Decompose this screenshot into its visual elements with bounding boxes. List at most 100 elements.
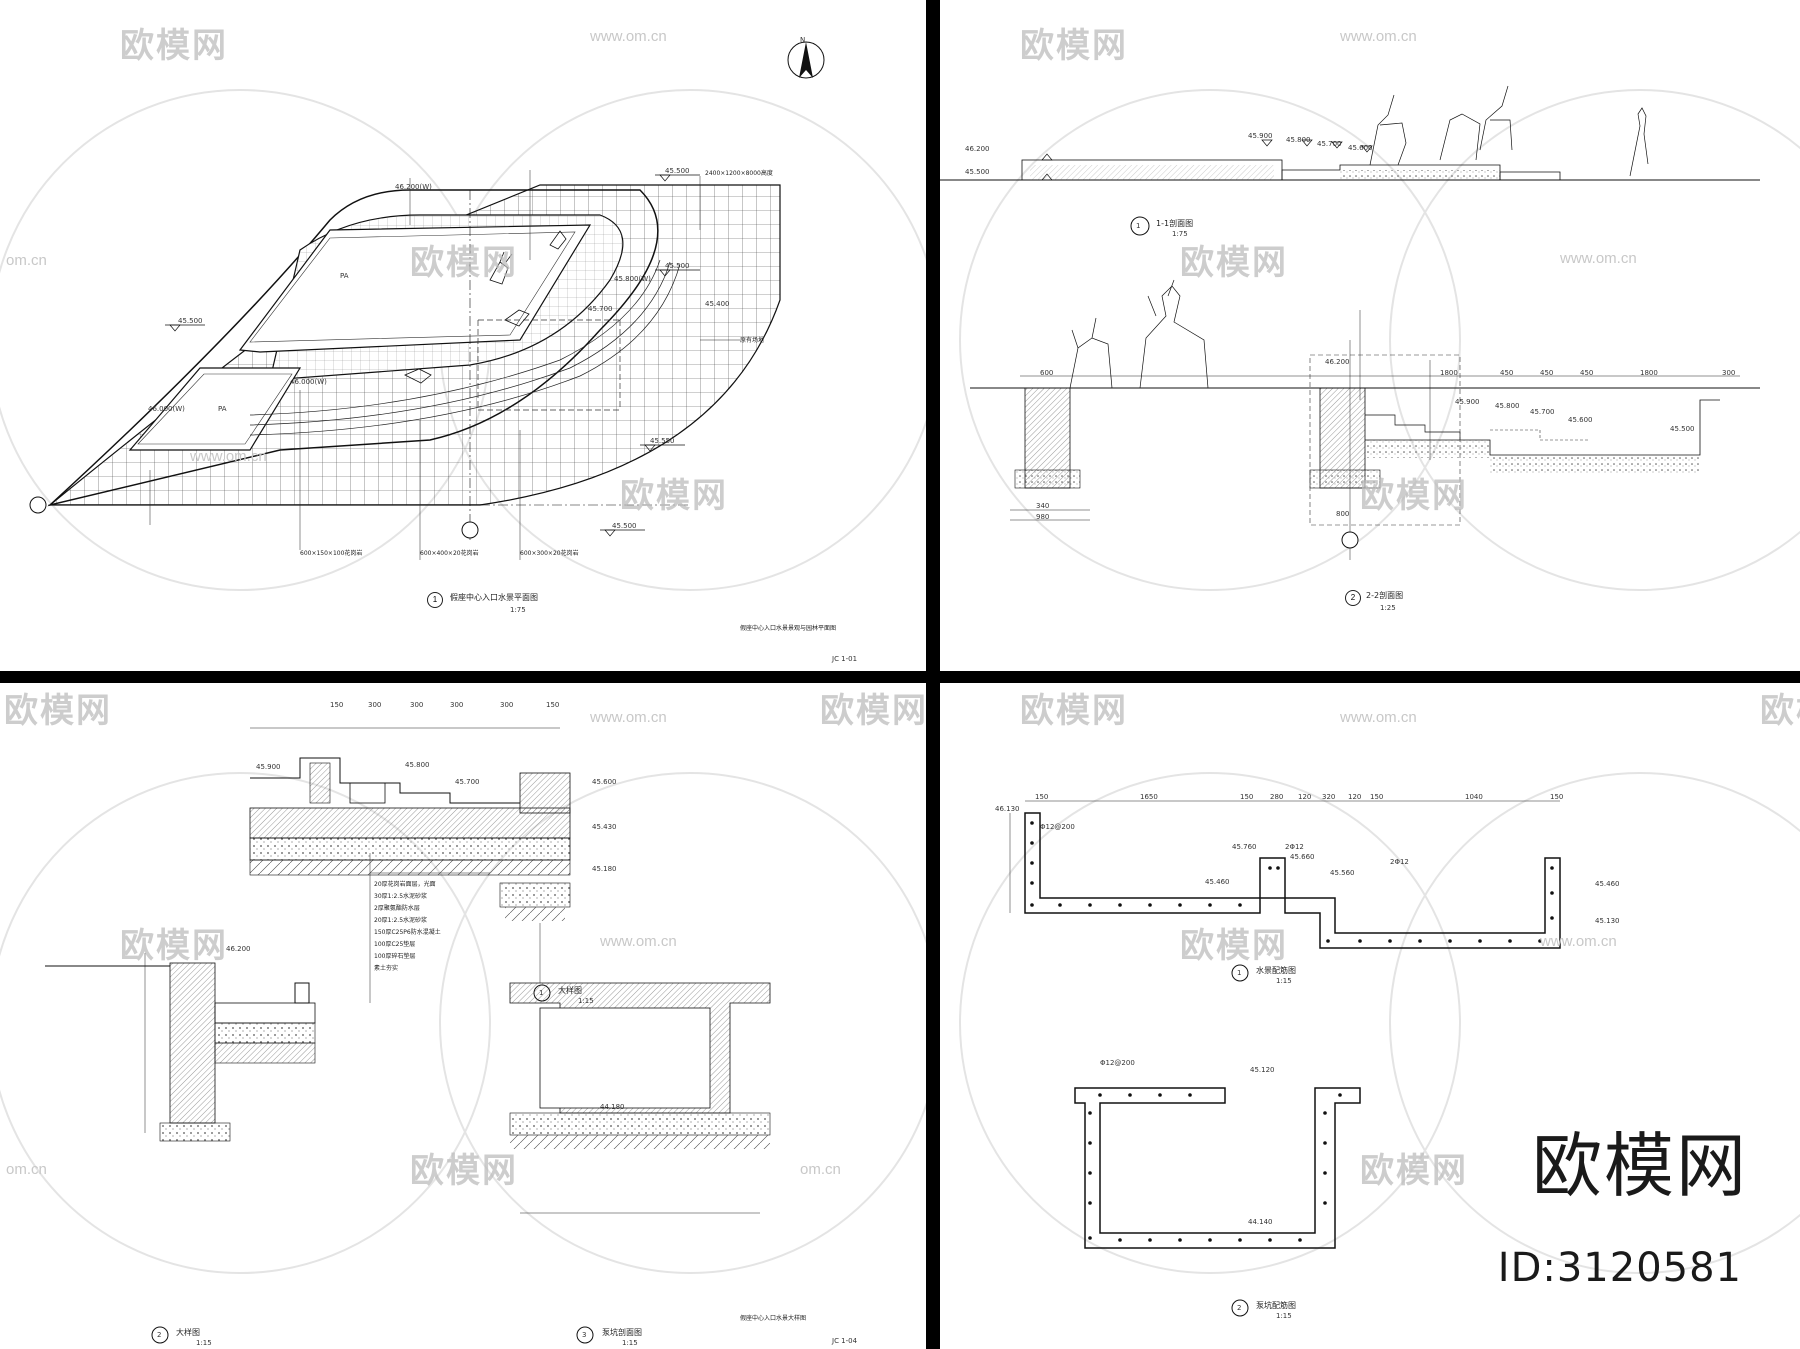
watermark-url: www.om.cn: [590, 709, 667, 726]
layer-label: 素土夯实: [374, 965, 399, 972]
watermark-brand: 欧模网: [1180, 927, 1288, 965]
dim-label: 150: [1240, 793, 1254, 801]
dim-label: 340: [1036, 502, 1050, 510]
pool-label: PA: [218, 405, 227, 413]
level-label: 46.130: [995, 805, 1020, 813]
watermark-url: www.om.cn: [1540, 933, 1617, 950]
rebar-label: 2Φ12: [1285, 843, 1304, 851]
watermark-url: om.cn: [6, 252, 47, 269]
watermark-url: www.om.cn: [1560, 250, 1637, 267]
level-label: 45.660: [1290, 853, 1315, 861]
dim-label: 800: [1336, 510, 1350, 518]
dim-label: 150: [546, 701, 560, 709]
note-label: 600×150×100花岗岩: [300, 550, 363, 557]
dim-label: 450: [1580, 369, 1594, 377]
sheet-footer: 假座中心入口水景景观与园林平面图: [740, 625, 837, 632]
layer-label: 100厚C25垫层: [374, 941, 416, 948]
level-label: 45.460: [1205, 878, 1230, 886]
section-sheet: 欧模网 www.om.cn 欧模网 www.om.cn 欧模网 46.200 4…: [940, 0, 1800, 671]
level-label: 46.000(W): [148, 405, 185, 413]
detail-scale: 1:15: [1276, 1312, 1292, 1320]
pool-label: PA: [340, 272, 349, 280]
watermark-brand: 欧模网: [620, 477, 728, 515]
note-label: 600×400×20花岗岩: [420, 550, 479, 557]
section-number: 1: [1136, 222, 1141, 230]
dim-label: 320: [1322, 793, 1336, 801]
level-label: 45.900: [1248, 132, 1273, 140]
dim-label: 150: [330, 701, 344, 709]
note-label: 原有场地: [740, 337, 765, 344]
section-number: 2: [1345, 590, 1361, 606]
watermark-url: www.om.cn: [590, 28, 667, 45]
watermark-url: www.om.cn: [1340, 28, 1417, 45]
level-label: 46.200: [965, 145, 990, 153]
dim-label: 300: [450, 701, 464, 709]
detail-title: 大样图: [558, 986, 582, 995]
plan-drawing: [0, 41, 926, 591]
level-label: 45.760: [1232, 843, 1257, 851]
sheet-number: JC 1-01: [832, 655, 858, 663]
level-label: 45.500: [178, 317, 203, 325]
level-label: 45.800: [1286, 136, 1311, 144]
level-label: 44.180: [600, 1103, 625, 1111]
dim-label: 280: [1270, 793, 1284, 801]
brand-logo: 欧模网: [1532, 1125, 1748, 1207]
drawing-scale: 1:75: [510, 606, 526, 614]
level-label: 45.550: [650, 437, 675, 445]
detail-title: 泵坑配筋图: [1256, 1301, 1296, 1310]
dim-label: 1800: [1640, 369, 1658, 377]
level-label: 45.900: [256, 763, 281, 771]
note-label: 600×300×20花岗岩: [520, 550, 579, 557]
section-title: 1-1剖面图: [1156, 219, 1194, 228]
level-label: 45.700: [588, 305, 613, 313]
dim-label: 450: [1540, 369, 1554, 377]
detail-scale: 1:15: [1276, 977, 1292, 985]
level-label: 45.460: [1595, 880, 1620, 888]
rebar-drawing: [959, 772, 1800, 1317]
level-label: 45.700: [455, 778, 480, 786]
dim-label: 150: [1370, 793, 1384, 801]
level-label: 45.800(W): [614, 275, 651, 283]
layer-label: 30厚1:2.5水泥砂浆: [374, 893, 428, 900]
layer-label: 20厚花岗岩面层，光面: [374, 881, 436, 888]
drawing-number: 1: [427, 592, 443, 608]
detail-scale: 1:15: [622, 1339, 638, 1347]
plan-sheet: 欧模网 www.om.cn 欧模网 om.cn 欧模网 www.om.cn 46…: [0, 0, 926, 671]
layer-label: 2厚聚氨酯防水层: [374, 905, 420, 912]
dim-label: 300: [1722, 369, 1736, 377]
section-scale: 1:25: [1380, 604, 1396, 612]
note-label: 2400×1200×8000高度: [705, 170, 773, 177]
level-label: 45.500: [612, 522, 637, 530]
section-scale: 1:75: [1172, 230, 1188, 238]
dim-label: 300: [500, 701, 514, 709]
rebar-label: Φ12@200: [1100, 1059, 1135, 1067]
dim-label: 1650: [1140, 793, 1158, 801]
drawing-title: 假座中心入口水景平面图: [450, 593, 538, 602]
watermark-brand: 欧模网: [4, 692, 112, 730]
north-label: N: [800, 36, 806, 44]
detail-title: 大样图: [176, 1328, 200, 1337]
rebar-label: 2Φ12: [1390, 858, 1409, 866]
level-label: 45.600: [592, 778, 617, 786]
detail-scale: 1:15: [196, 1339, 212, 1347]
dim-label: 300: [410, 701, 424, 709]
rebar-sheet: 欧模网 www.om.cn 欧模网 欧模网 www.om.cn 欧模网 150 …: [940, 683, 1800, 1349]
watermark-url: www.om.cn: [190, 448, 267, 465]
dim-label: 150: [1035, 793, 1049, 801]
detail-scale: 1:15: [578, 997, 594, 1005]
watermark-brand: 欧模网: [1760, 692, 1800, 730]
level-label: 45.500: [665, 167, 690, 175]
level-label: 45.900: [1455, 398, 1480, 406]
dim-label: 120: [1298, 793, 1312, 801]
watermark-brand: 欧模网: [820, 692, 926, 730]
level-label: 46.200: [226, 945, 251, 953]
watermark-brand: 欧模网: [1020, 692, 1128, 730]
level-label: 44.140: [1248, 1218, 1273, 1226]
detail-number: 3: [582, 1331, 587, 1339]
detail-number: 2: [1237, 1304, 1242, 1312]
dim-label: 120: [1348, 793, 1362, 801]
detail-number: 2: [157, 1331, 162, 1339]
dim-label: 300: [368, 701, 382, 709]
rebar-label: Φ12@200: [1040, 823, 1075, 831]
level-label: 45.600: [1348, 144, 1373, 152]
